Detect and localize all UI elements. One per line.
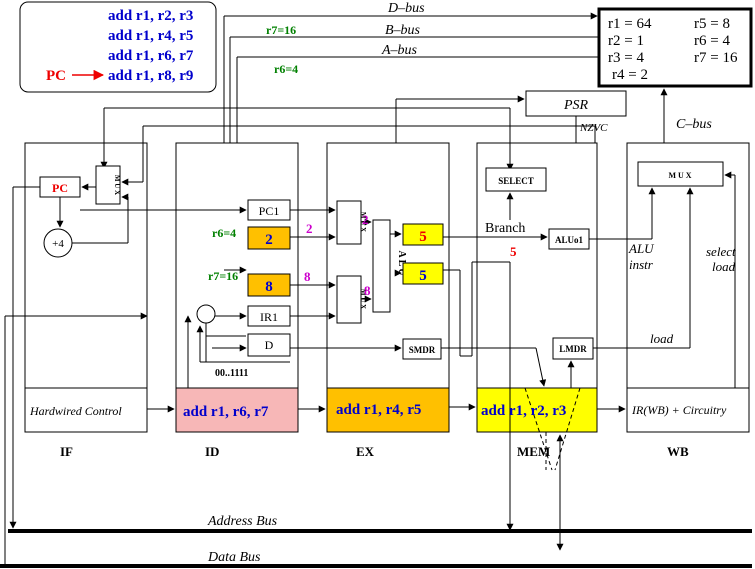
if-control-label: Hardwired Control (29, 404, 122, 418)
if-control-band (24, 387, 148, 433)
id-r7-label: r7=16 (208, 269, 238, 283)
code-line-3: add r1, r6, r7 (108, 48, 194, 64)
bottom-buses: Address Bus Data Bus (0, 514, 752, 568)
alu-input-bottom: 8 (364, 283, 371, 298)
d-label: D (265, 338, 274, 352)
id-r6-label: r6=4 (212, 226, 236, 240)
ex-result-value: 5 (419, 229, 427, 245)
b-bus-label: B–bus (385, 23, 421, 38)
ex-stage-name: EX (356, 444, 375, 459)
id-constant-label: 00..1111 (215, 368, 248, 379)
wb-control-label: IR(WB) + Circuitry (631, 403, 727, 417)
ex-mux-top (336, 200, 362, 245)
a-bus-label: A–bus (381, 43, 418, 58)
id-reg-a (247, 226, 291, 250)
reg-r1: r1 = 64 (608, 16, 652, 32)
code-box: add r1, r2, r3 add r1, r4, r5 add r1, r6… (19, 1, 217, 93)
if-mux-label: M U X (113, 175, 121, 195)
branch-value: 5 (510, 244, 517, 259)
ex-store-reg (402, 262, 444, 285)
if-mux (95, 165, 121, 205)
mem-internals: SELECT Branch 5 ALUo1 LMDR add r1, r2, r… (441, 167, 626, 551)
wb-load-sel-label: load (712, 259, 736, 274)
smdr-label: SMDR (409, 345, 436, 355)
alu-input-top: 2 (362, 212, 369, 227)
d-bus-label: D–bus (387, 1, 425, 16)
wb-stage-name: WB (667, 444, 689, 459)
id-internals: PC1 2 r6=4 8 r7=16 IR1 D 00..1111 add r1… (183, 199, 326, 459)
id-control-band (175, 387, 299, 433)
select-label: SELECT (498, 176, 534, 186)
ex-store-value: 5 (419, 268, 427, 284)
wb-alu-label: ALU (628, 241, 655, 256)
pc-register-label: PC (52, 181, 68, 195)
reg-r7: r7 = 16 (694, 50, 738, 66)
register-file: r1 = 64 r2 = 1 r3 = 4 r4 = 2 r5 = 8 r6 =… (597, 7, 753, 88)
reg-r3: r3 = 4 (608, 50, 644, 66)
alu-block (372, 219, 391, 313)
reg-r2: r2 = 1 (608, 33, 644, 49)
aluo1-label: ALUo1 (555, 235, 584, 245)
ex-instruction: add r1, r4, r5 (336, 402, 421, 418)
reg-r4: r4 = 2 (612, 67, 648, 83)
bus-r7-tag: r7=16 (266, 23, 296, 37)
wb-control-band (626, 387, 750, 433)
psr-flags: NZVC (579, 122, 608, 134)
ex-internals: M U X M U X A L U 2 8 2 8 5 5 SMDR add r… (290, 200, 476, 459)
wb-mux-label: M U X (668, 171, 691, 180)
id-reg-a-value: 2 (265, 232, 273, 248)
code-line-4: add r1, r8, r9 (108, 68, 193, 84)
plus4-label: +4 (52, 238, 64, 250)
bus-r6-tag: r6=4 (274, 62, 298, 76)
id-stage-name: ID (205, 444, 219, 459)
wb-mux (637, 161, 724, 187)
mem-stage-name: MEM (517, 444, 550, 459)
address-bus-label: Address Bus (207, 514, 278, 529)
alu-label: A L U (396, 250, 407, 275)
lmdr-label: LMDR (559, 344, 587, 354)
mem-instruction: add r1, r2, r3 (481, 403, 566, 419)
pc-pointer-label: PC (46, 68, 66, 84)
data-bus-label: Data Bus (207, 550, 261, 565)
branch-label: Branch (485, 221, 525, 236)
code-line-2: add r1, r4, r5 (108, 28, 193, 44)
code-line-1: add r1, r2, r3 (108, 8, 193, 24)
if-stage-name: IF (60, 444, 73, 459)
id-instruction: add r1, r6, r7 (183, 404, 269, 420)
d-register (247, 333, 291, 357)
pc1-label: PC1 (259, 204, 280, 218)
select-block (485, 167, 547, 192)
ex-fwd-a: 2 (306, 221, 313, 236)
wb-select-label: select (706, 244, 736, 259)
wb-internals: M U X ALU instr select load load IR(WB) … (589, 161, 736, 459)
id-reg-b-value: 8 (265, 279, 273, 295)
ex-result-reg (402, 223, 444, 246)
ex-fwd-b: 8 (304, 269, 311, 284)
ex-mux-bottom (336, 275, 362, 324)
reg-r5: r5 = 8 (694, 16, 730, 32)
if-internals: PC M U X +4 Hardwired Control IF (4, 165, 247, 565)
ex-control-band (326, 387, 450, 433)
smdr-register (402, 338, 442, 360)
wb-instr-label: instr (629, 257, 654, 272)
reg-r6: r6 = 4 (694, 33, 730, 49)
ir1-label: IR1 (260, 310, 278, 324)
wb-load-label: load (650, 331, 674, 346)
id-decoder-circle (196, 304, 216, 324)
psr-label: PSR (563, 98, 589, 113)
c-bus-label: C–bus (676, 117, 712, 132)
